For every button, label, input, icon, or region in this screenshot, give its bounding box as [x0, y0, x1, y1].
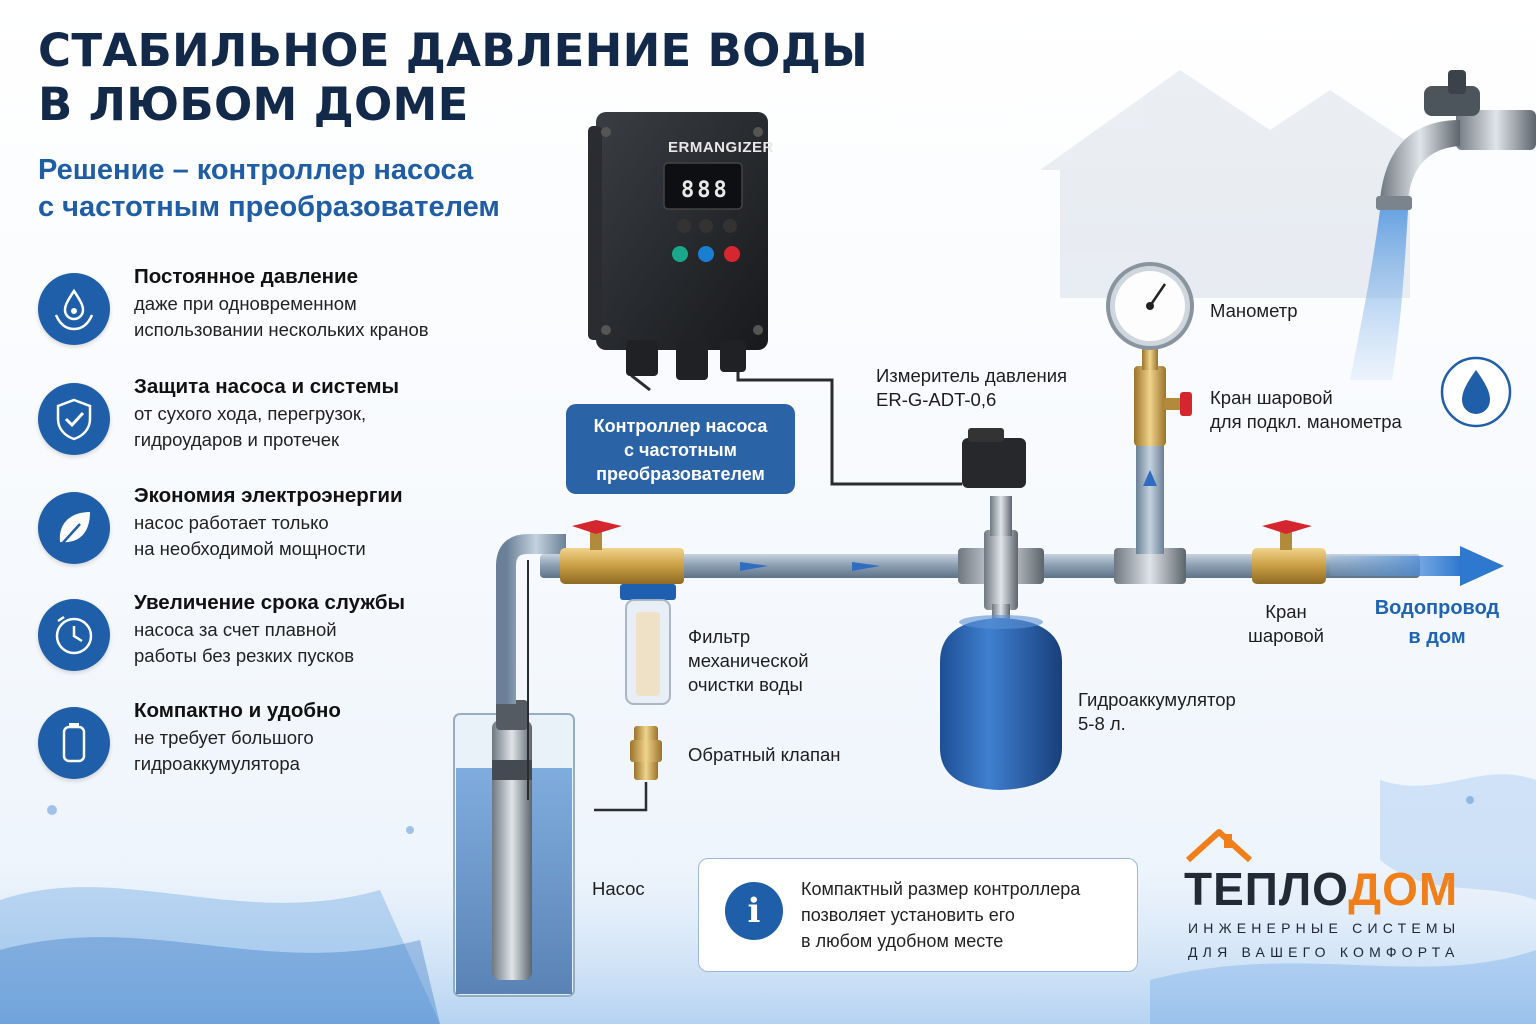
brand-name-part2: ДОМ	[1348, 863, 1459, 915]
subtitle-line1: Решение – контроллер насоса	[38, 154, 474, 186]
controller-cable	[736, 360, 962, 486]
brand-tagline: ИНЖЕНЕРНЫЕ СИСТЕМЫ	[1188, 920, 1461, 936]
manometer-tee	[1114, 444, 1186, 584]
feature-title: Постоянное давление	[134, 265, 359, 288]
info-text-line: в любом удобном месте	[801, 931, 1004, 951]
info-icon: i	[725, 882, 783, 940]
pressure-sensor	[962, 428, 1026, 536]
feature-constant-pressure: Постоянное давление даже при одновременн…	[38, 265, 478, 355]
controller-label-line: Контроллер насоса	[593, 416, 768, 436]
feature-text-line: не требует большого	[134, 727, 314, 748]
house-logo-icon	[1185, 829, 1253, 863]
water-pressure-icon	[38, 273, 110, 345]
info-text-line: позволяет установить его	[801, 905, 1015, 925]
title-line2: В ЛЮБОМ ДОМЕ	[38, 78, 469, 131]
cross-fitting	[958, 530, 1044, 610]
feature-text-line: даже при одновременном	[134, 293, 357, 314]
brand-name-part1: ТЕПЛО	[1184, 863, 1349, 915]
ball-valve-outlet	[1252, 520, 1326, 584]
feature-text-line: насос работает только	[134, 512, 329, 533]
feature-protection: Защита насоса и системы от сухого хода, …	[38, 375, 478, 465]
controller-label: Контроллер насоса с частотным преобразов…	[566, 404, 795, 494]
title-line1: СТАБИЛЬНОЕ ДАВЛЕНИЕ ВОДЫ	[38, 24, 869, 77]
feature-text-line: насоса за счет плавной	[134, 619, 337, 640]
mechanical-filter	[612, 548, 684, 705]
subtitle-line2: с частотным преобразователем	[38, 191, 500, 223]
feature-text-line: гидроаккумулятора	[134, 753, 300, 774]
water-drop-badge-icon	[1440, 356, 1512, 428]
gauge-valve-label: Кран шаровой для подкл. манометра	[1210, 386, 1402, 434]
outlet-flow-arrow	[1330, 556, 1460, 576]
feature-text-line: работы без резких пусков	[134, 645, 355, 666]
label-line: Водопровод	[1374, 597, 1500, 619]
water-tap	[1376, 70, 1536, 210]
brand-tagline: ДЛЯ ВАШЕГО КОМФОРТА	[1188, 944, 1460, 960]
gauge-ball-valve	[1134, 366, 1192, 446]
manometer-gauge	[1106, 262, 1194, 370]
manometer-label: Манометр	[1210, 300, 1298, 321]
label-line: для подкл. манометра	[1210, 411, 1402, 432]
page-subtitle: Решение – контроллер насоса с частотным …	[38, 152, 500, 226]
feature-title: Экономия электроэнергии	[134, 484, 403, 507]
feature-title: Защита насоса и системы	[134, 375, 400, 398]
label-line: Кран	[1265, 601, 1307, 622]
riser-pipe	[496, 534, 566, 704]
pump-label: Насос	[592, 878, 645, 899]
label-line: Кран шаровой	[1210, 387, 1333, 408]
label-line: шаровой	[1248, 625, 1324, 646]
submersible-pump	[492, 700, 532, 980]
accumulator-label: Гидроаккумулятор 5-8 л.	[1078, 688, 1236, 736]
feature-compact: Компактно и удобно не требует большого г…	[38, 699, 478, 789]
controller-display: 888	[681, 178, 730, 203]
label-line: 5-8 л.	[1078, 713, 1126, 734]
clock-icon	[38, 599, 110, 671]
water-stream	[1350, 210, 1408, 380]
accumulator-tank	[940, 604, 1062, 790]
check-valve	[630, 726, 662, 780]
compact-device-icon	[38, 707, 110, 779]
ball-valve-label: Кран шаровой	[1236, 600, 1336, 648]
filter-label: Фильтр механической очистки воды	[688, 625, 809, 697]
feature-energy-saving: Экономия электроэнергии насос работает т…	[38, 484, 478, 574]
feature-title: Увеличение срока службы	[134, 591, 406, 614]
label-line: механической	[688, 650, 809, 671]
feature-text-line: гидроударов и протечек	[134, 429, 340, 450]
flow-arrows	[740, 562, 880, 571]
label-line: Измеритель давления	[876, 365, 1068, 386]
water-splash-decoration	[0, 774, 1536, 1024]
page-title: СТАБИЛЬНОЕ ДАВЛЕНИЕ ВОДЫ В ЛЮБОМ ДОМЕ	[38, 24, 868, 132]
label-line: ER-G-ADT-0,6	[876, 389, 997, 410]
pressure-sensor-label: Измеритель давления ER-G-ADT-0,6	[876, 364, 1067, 412]
shield-check-icon	[38, 383, 110, 455]
house-silhouette	[1040, 70, 1420, 298]
info-card: i Компактный размер контроллера позволяе…	[698, 858, 1138, 972]
house-supply-label: Водопровод в дом	[1362, 594, 1512, 652]
brand-logo-text: ТЕПЛОДОМ	[1184, 862, 1458, 916]
feature-service-life: Увеличение срока службы насоса за счет п…	[38, 591, 478, 681]
check-valve-label: Обратный клапан	[688, 744, 841, 765]
controller-label-line: с частотным	[624, 440, 737, 460]
leaf-icon	[38, 492, 110, 564]
label-line: Гидроаккумулятор	[1078, 689, 1236, 710]
label-line: в дом	[1408, 626, 1466, 648]
controller-label-line: преобразователем	[596, 464, 765, 484]
feature-text-line: от сухого хода, перегрузок,	[134, 403, 367, 424]
feature-text-line: на необходимой мощности	[134, 538, 366, 559]
info-text-line: Компактный размер контроллера	[801, 879, 1081, 899]
controller-brand: ERMANGIZER	[668, 139, 774, 156]
feature-text-line: использовании нескольких кранов	[134, 319, 429, 340]
pump-controller	[588, 112, 768, 380]
label-line: Фильтр	[688, 626, 751, 647]
feature-title: Компактно и удобно	[134, 699, 341, 722]
label-line: очистки воды	[688, 674, 803, 695]
